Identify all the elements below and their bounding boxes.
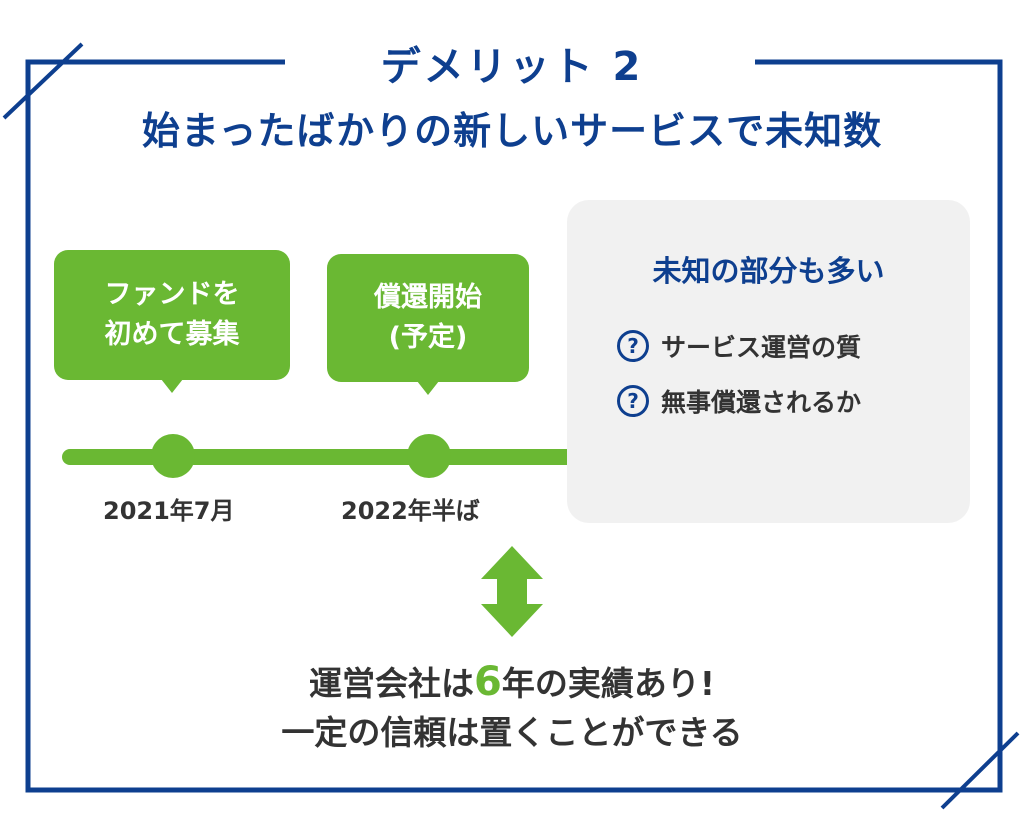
unknown-item: ? 無事償還されるか	[617, 383, 861, 419]
question-circle-icon: ?	[617, 385, 649, 417]
conclusion-text-before: 運営会社は	[309, 664, 475, 703]
title-line2: 始まったばかりの新しいサービスで未知数	[141, 109, 883, 153]
conclusion-line1: 運営会社は6年の実績あり!	[0, 657, 1024, 705]
conclusion-line2: 一定の信頼は置くことができる	[281, 713, 743, 752]
bubble-line1: 償還開始	[374, 282, 482, 313]
timeline-dot-2021	[151, 434, 195, 478]
date-label-2021: 2021年7月	[103, 497, 235, 525]
conclusion-highlight-number: 6	[474, 659, 502, 705]
bubble-line2: (予定)	[388, 322, 468, 353]
bubble-line1: ファンドを	[104, 279, 240, 310]
unknown-item-text: サービス運営の質	[661, 333, 862, 362]
unknown-panel-title: 未知の部分も多い	[652, 254, 885, 288]
frame-border	[25, 59, 1003, 793]
unknown-item: ? サービス運営の質	[617, 328, 861, 364]
corner-slash-bottom-right	[940, 731, 1020, 810]
double-arrow-icon	[481, 546, 543, 637]
bubble-redemption-start: 償還開始 (予定)	[327, 254, 529, 395]
question-circle-icon: ?	[617, 330, 649, 362]
bubble-fund-first-offer: ファンドを 初めて募集	[54, 250, 290, 393]
unknown-item-text: 無事償還されるか	[661, 388, 862, 417]
conclusion-text-after: 年の実績あり!	[501, 664, 715, 703]
bubble-line2: 初めて募集	[104, 319, 240, 350]
unknown-factors-panel: 未知の部分も多い ? サービス運営の質 ? 無事償還されるか	[567, 200, 970, 523]
date-label-2022: 2022年半ば	[341, 497, 480, 525]
title-line1: デメリット 2	[380, 44, 644, 90]
corner-slash-top-left	[2, 42, 84, 120]
timeline-dot-2022	[407, 434, 451, 478]
